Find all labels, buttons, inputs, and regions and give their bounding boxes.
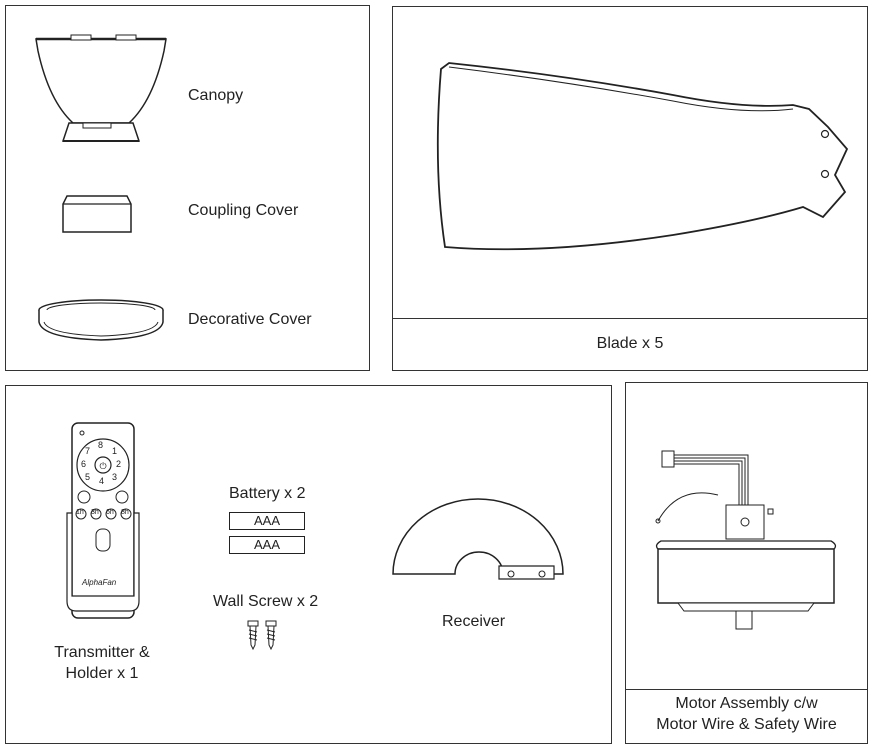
remote-speed-2: 2 [116,459,122,469]
wall-screw-label: Wall Screw x 2 [213,593,319,610]
battery-1: AAA [229,512,305,530]
transmitter-label-line1: Transmitter & [54,644,150,661]
battery-label: Battery x 2 [229,485,306,502]
remote-speed-3: 3 [112,472,118,482]
panel-motor: Motor Assembly c/w Motor Wire & Safety W… [625,382,868,744]
remote-timer-1h: 1h [76,509,84,516]
decorative-cover-drawing [38,299,164,341]
decorative-cover-label: Decorative Cover [188,311,312,328]
canopy-drawing [35,34,167,142]
remote-speed-8: 8 [98,440,104,450]
receiver-label: Receiver [442,613,506,630]
canopy-label: Canopy [188,87,244,104]
remote-timer-3h: 3h [91,509,99,516]
remote-timer-8h: 8h [121,509,129,516]
panel-remote-parts: ⏻ 8 1 2 3 4 5 6 7 1h 3h 6h 8h AlphaFan T… [5,385,612,744]
receiver-drawing [392,498,564,580]
svg-text:⏻: ⏻ [99,461,106,471]
battery-2-type: AAA [253,537,280,552]
battery-1-type: AAA [253,513,280,528]
transmitter-label-line2: Holder x 1 [65,665,139,682]
remote-brand-logo: AlphaFan [82,578,117,587]
blade-label: Blade x 5 [596,335,664,352]
motor-caption-bar: Motor Assembly c/w Motor Wire & Safety W… [626,689,867,743]
remote-speed-1: 1 [112,446,118,456]
motor-label-line2: Motor Wire & Safety Wire [656,716,837,733]
remote-speed-6: 6 [81,459,87,469]
blade-caption-bar: Blade x 5 [393,318,867,370]
wall-screws-drawing [247,620,277,651]
transmitter-drawing: ⏻ [66,422,140,619]
blade-drawing [436,62,849,251]
motor-assembly-drawing [655,450,837,630]
remote-timer-6h: 6h [106,509,114,516]
battery-2: AAA [229,536,305,554]
motor-label-line1: Motor Assembly c/w [675,695,818,712]
remote-speed-5: 5 [85,472,91,482]
remote-speed-7: 7 [85,446,91,456]
panel-canopy-parts: Canopy Coupling Cover Decorative Cover [5,5,370,371]
coupling-cover-label: Coupling Cover [188,202,299,219]
panel-blade: Blade x 5 [392,6,868,371]
coupling-cover-drawing [62,195,132,233]
remote-speed-4: 4 [99,476,105,486]
